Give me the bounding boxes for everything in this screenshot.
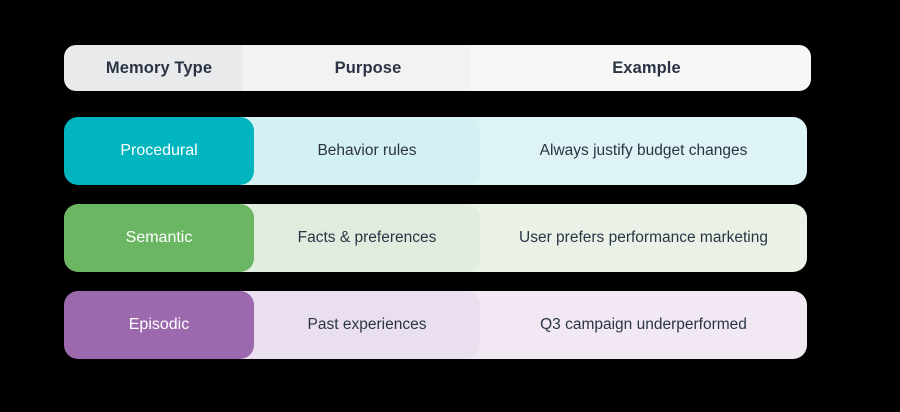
- column-header-label: Memory Type: [105, 58, 213, 77]
- table-row: Procedural Behavior rules Always justify…: [64, 117, 835, 185]
- memory-type-label: Episodic: [128, 316, 190, 333]
- table-row: Episodic Past experiences Q3 campaign un…: [64, 291, 835, 359]
- column-header-purpose: Purpose: [242, 45, 482, 91]
- purpose-cell: Behavior rules: [240, 117, 480, 185]
- column-header-example: Example: [470, 45, 811, 91]
- memory-type-chip: Procedural: [64, 117, 254, 185]
- example-cell: Q3 campaign underperformed: [466, 291, 807, 359]
- purpose-text: Behavior rules: [317, 142, 417, 159]
- purpose-text: Past experiences: [307, 316, 427, 333]
- column-header-memory-type: Memory Type: [64, 45, 254, 91]
- purpose-cell: Past experiences: [240, 291, 480, 359]
- memory-type-label: Semantic: [125, 229, 193, 246]
- column-header-label: Purpose: [334, 58, 402, 77]
- example-cell: User prefers performance marketing: [466, 204, 807, 272]
- example-text: Q3 campaign underperformed: [540, 316, 747, 333]
- memory-type-label: Procedural: [120, 142, 198, 159]
- memory-type-chip: Semantic: [64, 204, 254, 272]
- column-header-label: Example: [612, 58, 681, 77]
- memory-type-table: Memory Type Purpose Example Procedural B…: [64, 45, 835, 359]
- table-row: Semantic Facts & preferences User prefer…: [64, 204, 835, 272]
- purpose-text: Facts & preferences: [297, 229, 437, 246]
- purpose-cell: Facts & preferences: [240, 204, 480, 272]
- example-cell: Always justify budget changes: [466, 117, 807, 185]
- memory-type-chip: Episodic: [64, 291, 254, 359]
- table-header-row: Memory Type Purpose Example: [64, 45, 835, 91]
- example-text: Always justify budget changes: [539, 142, 748, 159]
- example-text: User prefers performance marketing: [519, 229, 768, 246]
